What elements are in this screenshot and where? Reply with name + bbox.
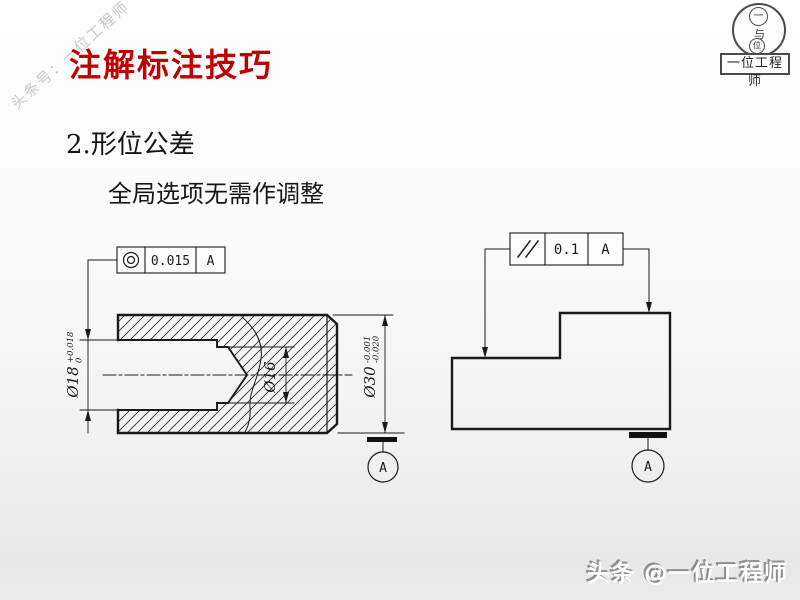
fcf-tolerance-value: 0.015 (151, 254, 190, 269)
fcf-leader-line (484, 248, 511, 352)
arrow (382, 315, 388, 326)
fcf-leader-line (87, 259, 118, 339)
left-fcf-frame: 0.015 A (116, 246, 226, 274)
body-note: 全局选项无需作调整 (108, 180, 324, 208)
fcf-tolerance-value: 0.1 (554, 242, 579, 258)
brand-seal-icon: 一 与 位 (732, 3, 786, 57)
datum-bar (629, 432, 667, 438)
dim-phi16-label: Ø16 (261, 361, 279, 394)
datum-circle (367, 451, 399, 483)
right-datum-letter: A (644, 460, 652, 475)
right-fcf-frame: 0.1 A (509, 232, 624, 266)
dim-phi18-lower-tol: 0 (75, 357, 85, 363)
concentricity-icon (122, 251, 140, 269)
datum-circle (631, 449, 665, 483)
wavy-break-line (241, 316, 262, 433)
hatch-region (118, 315, 337, 433)
dim-phi18: Ø18 +0.018 0 (64, 329, 119, 434)
dim-phi18-label: Ø18 (64, 366, 82, 398)
dim-phi30-lower-tol: -0.020 (372, 335, 382, 363)
dim-phi18-upper-tol: +0.018 (66, 331, 76, 363)
footer-credit: 头条 @一位工程师 (586, 561, 788, 587)
fcf-box (509, 232, 624, 266)
arrow (85, 410, 91, 421)
fcf-datum-ref: A (601, 242, 610, 258)
right-drawing: 0.1 A A (450, 232, 672, 483)
arrow (283, 347, 289, 358)
arrow (482, 347, 488, 358)
parallelism-icon (516, 239, 540, 259)
dim-phi16: Ø16 (227, 346, 295, 404)
left-datum-symbol: A (367, 437, 399, 483)
right-datum-symbol: A (629, 432, 667, 483)
left-drawing: 0.015 A Ø18 (64, 246, 405, 483)
part-outline (450, 311, 672, 431)
seal-top-circle: 一 (749, 7, 768, 26)
arrow (646, 302, 652, 313)
datum-bar (367, 437, 397, 442)
part-outline (116, 313, 339, 435)
dim-phi30-upper-tol: -0.001 (363, 336, 373, 363)
left-datum-letter: A (379, 461, 387, 476)
section-heading: 2.形位公差 (66, 130, 195, 160)
fcf-leader-line (622, 248, 650, 307)
seal-mid-glyph: 与 (754, 29, 765, 41)
brand-name-box: 一位工程师 (720, 53, 790, 89)
dim-phi30: Ø30 -0.001 -0.020 (332, 314, 405, 434)
arrow (382, 422, 388, 433)
page-title: 注解标注技巧 (69, 46, 274, 84)
arrow (85, 329, 91, 340)
dim-phi30-label: Ø30 (361, 366, 379, 399)
arrow (283, 392, 289, 403)
fcf-datum-ref: A (207, 254, 215, 269)
